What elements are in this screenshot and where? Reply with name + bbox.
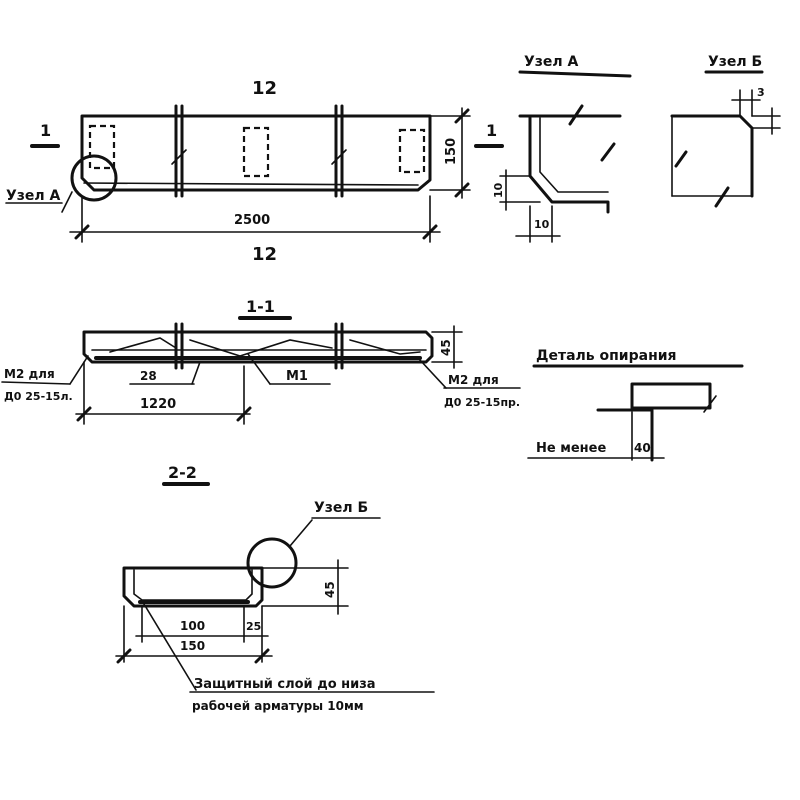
title-underline (518, 70, 632, 78)
break-tick (714, 186, 730, 208)
section-mark-1: 1 (40, 121, 51, 140)
node-b-detail: Узел Б 3 (670, 54, 781, 208)
node-a-leader (61, 191, 73, 213)
break-tick (568, 104, 584, 126)
node-b-title: Узел Б (708, 54, 762, 70)
support-detail: Деталь опирания Не менее 40 (527, 348, 744, 462)
break-tick (171, 149, 187, 165)
dim-25-label: 25 (246, 620, 261, 633)
node-a-inner-profile (539, 117, 609, 193)
dim-1220-label: 1220 (140, 397, 176, 412)
dim-tick (74, 224, 90, 240)
note-line-1: Защитный слой до низа (194, 677, 376, 692)
break-tick (331, 149, 347, 165)
leader-line (69, 355, 89, 385)
support-slab (630, 382, 712, 410)
node-a-circle (70, 154, 118, 202)
dim-100-label: 100 (180, 619, 205, 633)
dim-tick (454, 108, 470, 124)
node-a-callout: Узел А (6, 188, 61, 204)
node-a-title: Узел А (524, 54, 579, 70)
m2-right-label-1: М2 для (448, 373, 499, 387)
break-tick (674, 150, 688, 168)
dim-10-vertical: 10 (492, 182, 505, 198)
embedded-part-dashed (242, 126, 270, 178)
diagonal-bar (349, 339, 421, 355)
m2-left-label-1: М2 для (4, 367, 55, 381)
dim-45b-label: 45 (323, 581, 337, 598)
section-2-2-title: 2-2 (168, 463, 197, 482)
section-1-1: 1-1 45 М2 для Д0 25-15л. 28 М1 (1, 297, 521, 425)
section-2-2-inner (133, 569, 253, 601)
leader-line (191, 361, 201, 385)
dim-tick (116, 648, 132, 664)
label-underline (1, 381, 71, 385)
leader-line (247, 353, 271, 385)
m1-label: М1 (286, 369, 308, 384)
plan-inner-line (83, 182, 419, 186)
diagonal-bar (109, 337, 177, 353)
section-mark-1-right: 1 (486, 121, 497, 140)
dim-tick (454, 182, 470, 198)
break-tick (600, 142, 616, 162)
section-2-2: 2-2 Узел Б 45 100 25 150 Защитный слой д… (115, 463, 435, 713)
dim-3-label: 3 (757, 86, 765, 99)
dim-2500-label: 2500 (234, 213, 270, 228)
node-b-outer-profile (670, 114, 754, 198)
dim-10-horizontal: 10 (534, 218, 550, 231)
mark-bottom-label: 12 (252, 244, 277, 265)
dim-45-label: 45 (439, 339, 453, 356)
dim-tick (76, 406, 92, 422)
node-a-outer-profile (528, 116, 610, 214)
node-a-detail: Узел А 10 10 (492, 54, 632, 243)
embedded-part-dashed (88, 124, 116, 170)
diagonal-bar (189, 339, 333, 357)
node-b-callout: Узел Б (314, 500, 368, 516)
dim-40-label: 40 (634, 441, 651, 455)
not-less-label: Не менее (536, 441, 606, 456)
m2-left-label-2: Д0 25-15л. (4, 390, 73, 403)
break-tick (703, 395, 717, 413)
note-leader (143, 603, 197, 691)
mark-top-label: 12 (252, 78, 277, 99)
support-ledge (596, 408, 654, 462)
section-1-1-outline (82, 330, 434, 364)
m2-right-label-2: Д0 25-15пр. (444, 396, 520, 409)
plan-view: Узел А 1 1 12 150 2500 12 (5, 78, 504, 265)
embedded-part-dashed (398, 128, 426, 174)
support-detail-title: Деталь опирания (536, 348, 677, 364)
node-b-circle (246, 537, 298, 589)
dim-tick (236, 406, 252, 422)
dim-28-label: 28 (140, 369, 157, 383)
dim-150-label: 150 (444, 138, 459, 165)
leader-line (419, 359, 447, 389)
note-line-2: рабочей арматуры 10мм (192, 699, 364, 713)
dim-tick (422, 224, 438, 240)
dim-150b-label: 150 (180, 639, 205, 653)
node-b-leader (289, 519, 313, 547)
section-1-1-title: 1-1 (246, 297, 275, 316)
dim-tick (254, 648, 270, 664)
